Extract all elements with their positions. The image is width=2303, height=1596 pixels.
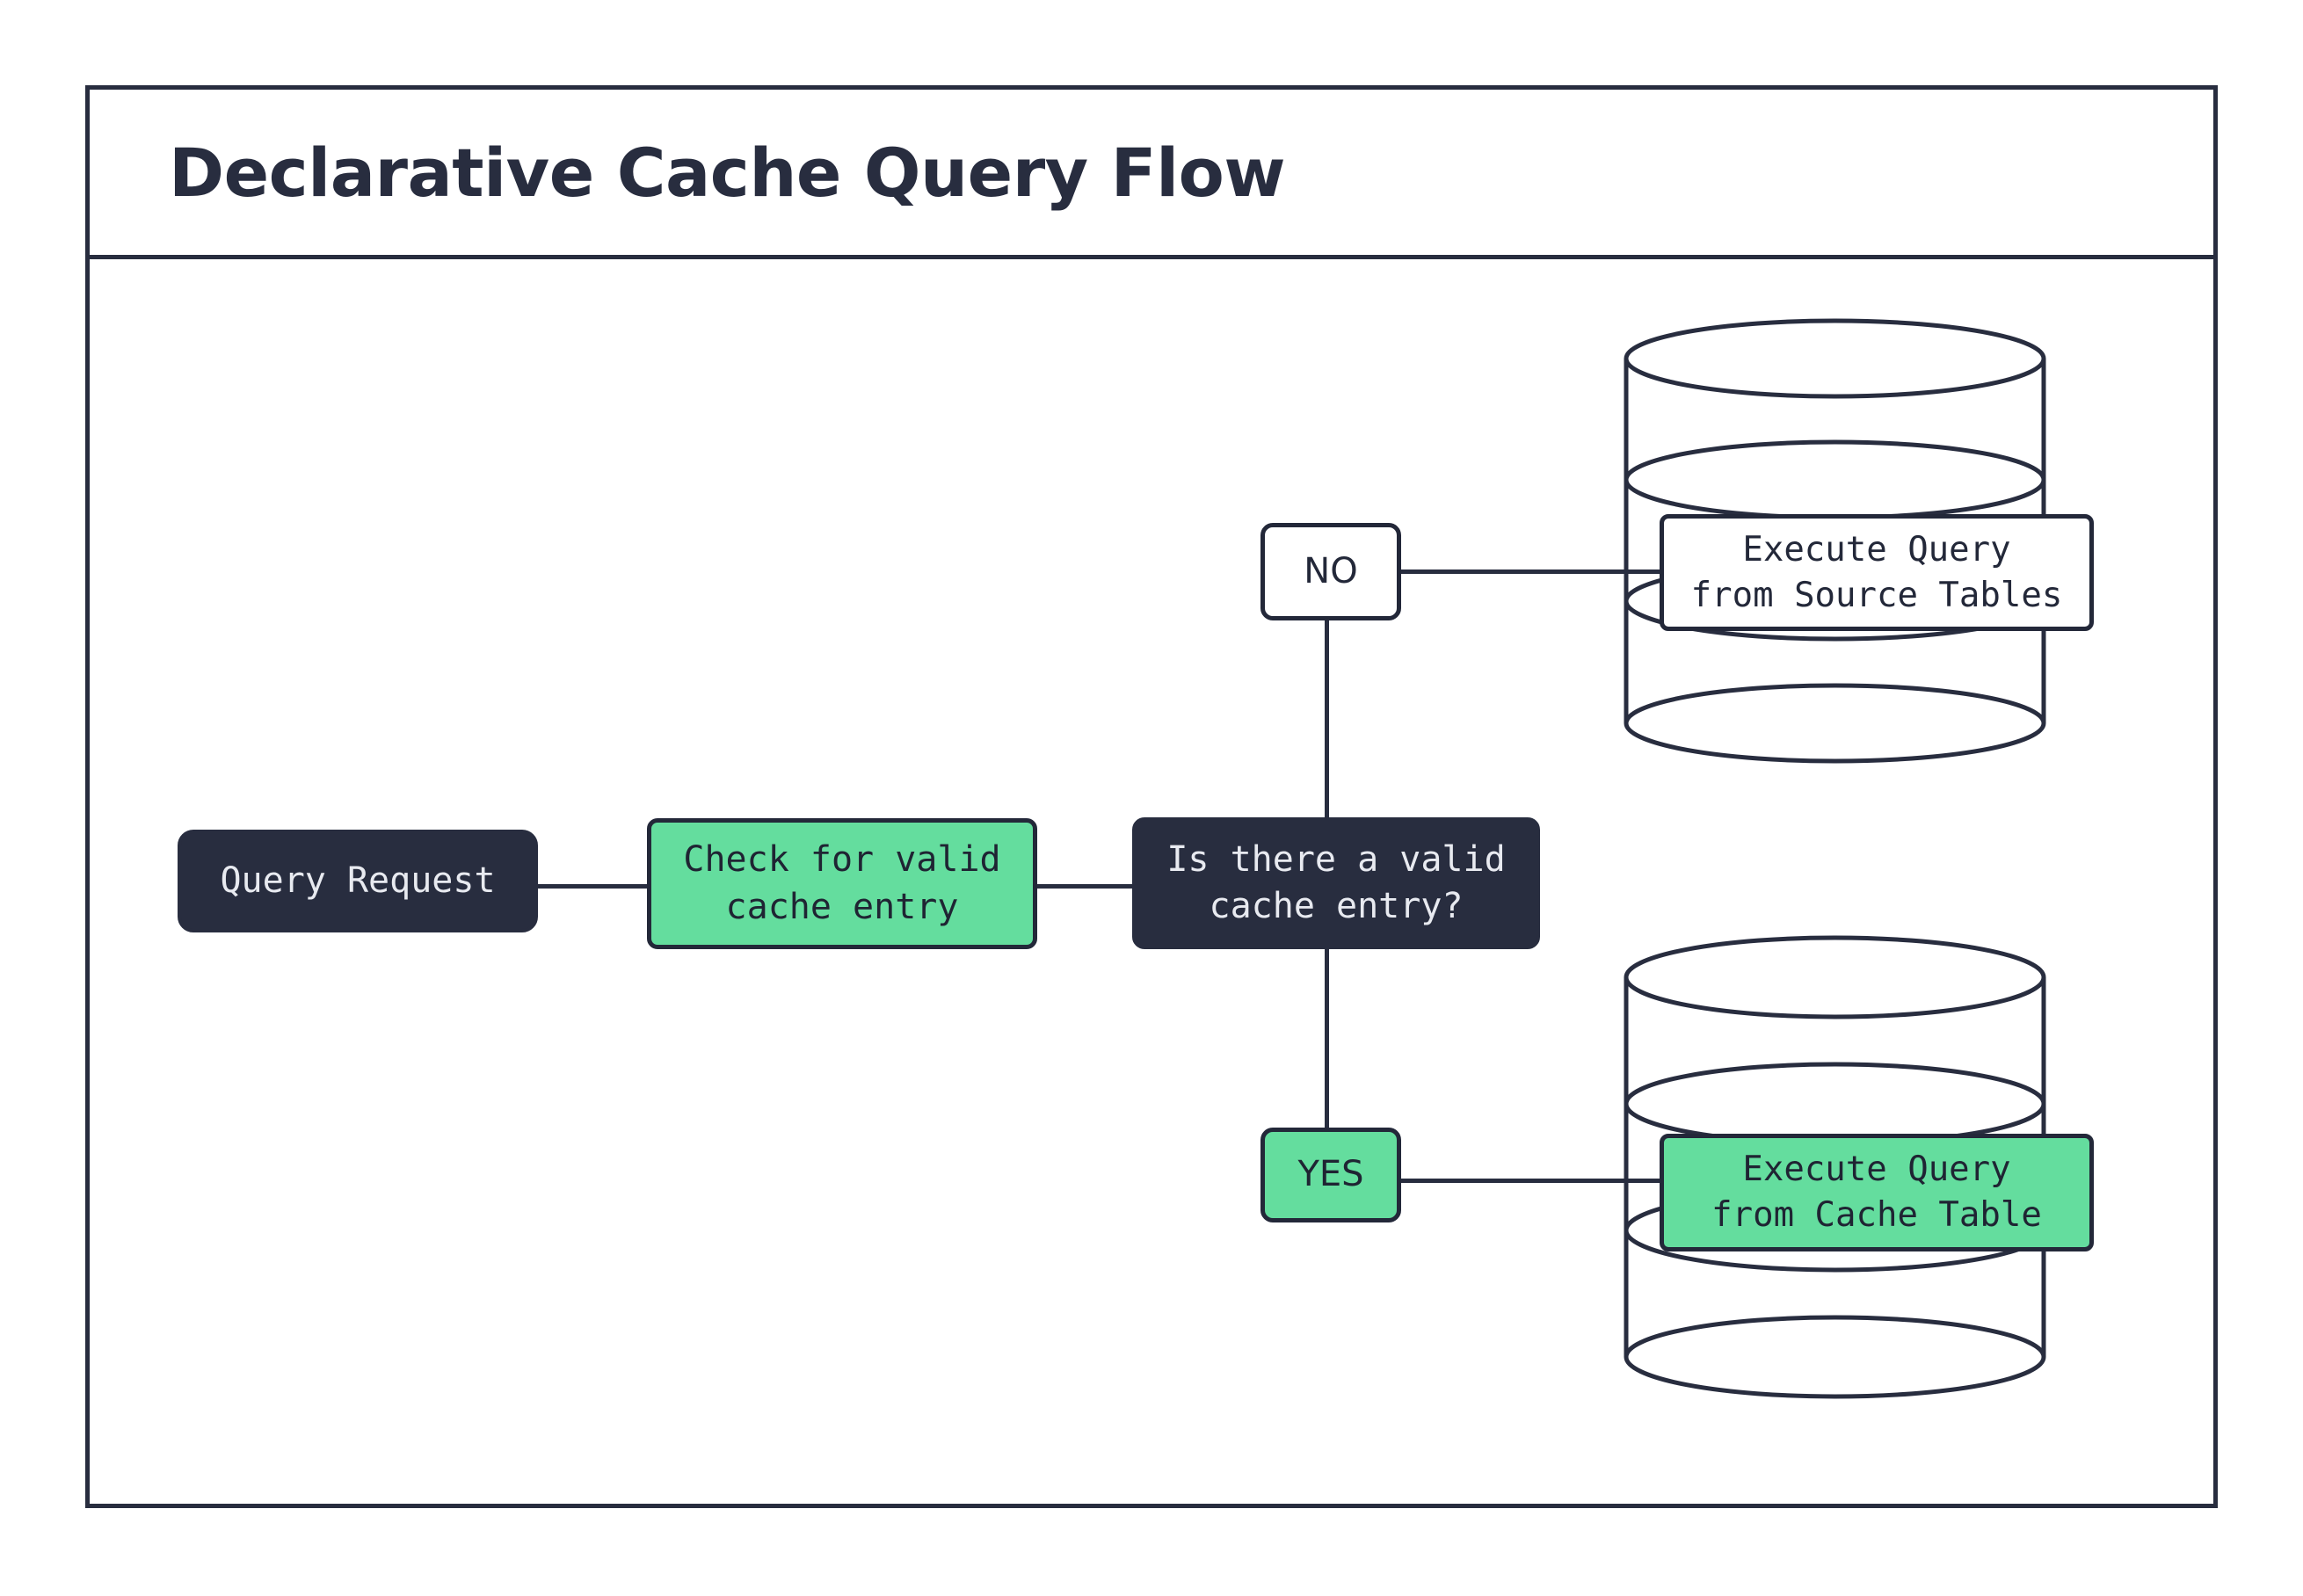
- title-bar: Declarative Cache Query Flow: [90, 90, 2213, 259]
- node-execute-query-from-cache-table[interactable]: Execute Query from Cache Table: [1660, 1134, 2094, 1251]
- node-check-for-valid-cache-entry[interactable]: Check for valid cache entry: [647, 818, 1037, 949]
- edge-check-cache-to-decision: [1034, 884, 1136, 889]
- node-query-request[interactable]: Query Request: [178, 830, 538, 932]
- edge-decision-to-yes-branch: [1325, 946, 1329, 1132]
- edge-query-request-to-check-cache: [534, 884, 650, 889]
- branch-label-yes[interactable]: YES: [1260, 1128, 1401, 1222]
- page-title: Declarative Cache Query Flow: [169, 133, 1286, 212]
- branch-label-no[interactable]: NO: [1260, 523, 1401, 620]
- node-decision-valid-cache-entry[interactable]: Is there a valid cache entry?: [1132, 817, 1540, 949]
- edge-decision-to-no-branch: [1325, 615, 1329, 821]
- node-execute-query-from-source-tables[interactable]: Execute Query from Source Tables: [1660, 514, 2094, 631]
- edge-yes-to-cache-table: [1397, 1179, 1660, 1183]
- edge-no-to-source-tables: [1397, 569, 1660, 574]
